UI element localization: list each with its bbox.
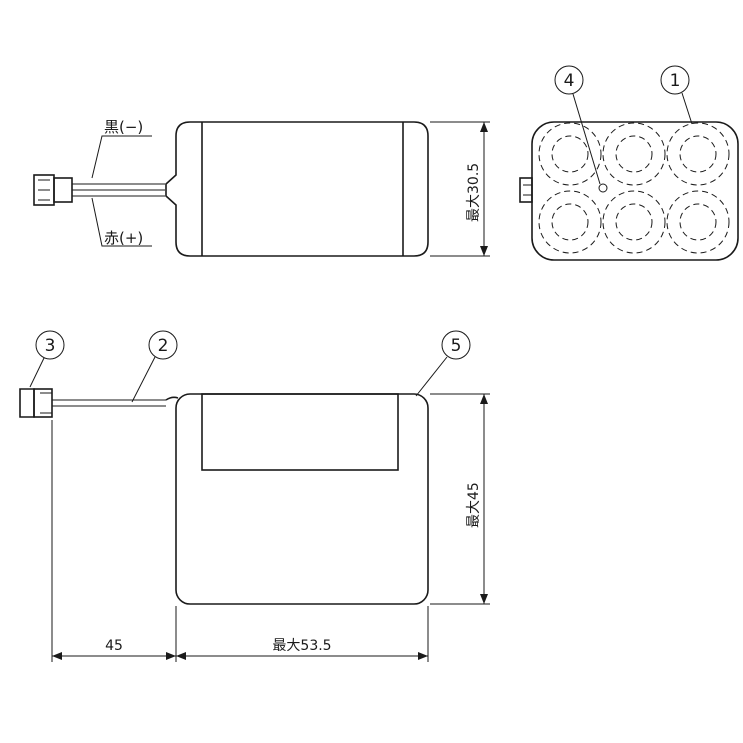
side-length-dimension: 最大53.5 — [272, 638, 331, 654]
callout-3: 3 — [45, 336, 56, 356]
black-lead-label: 黒(−) — [104, 118, 143, 136]
side-label-area — [201, 393, 399, 471]
top-height-dimension: 最大30.5 — [466, 163, 482, 222]
top-lead-wires — [72, 183, 165, 197]
end-body — [531, 121, 739, 261]
callout-5: 5 — [451, 336, 462, 356]
top-connector — [33, 174, 73, 206]
side-view: 3 2 5 最大45 45 最大53.5 — [19, 330, 490, 662]
side-body — [175, 393, 429, 605]
end-view: 4 1 — [519, 65, 739, 261]
red-lead-label: 赤(+) — [104, 229, 143, 247]
top-body — [165, 121, 429, 257]
side-height-dimension: 最大45 — [466, 482, 482, 528]
lead-length-dimension: 45 — [105, 638, 123, 654]
cells — [538, 122, 730, 254]
top-view: 黒(−) 赤(+) 最大30.5 — [33, 118, 490, 257]
callout-4: 4 — [564, 71, 575, 91]
callout-2: 2 — [158, 336, 169, 356]
callout-1: 1 — [670, 71, 681, 91]
side-connector — [19, 388, 53, 418]
hole-mark — [598, 183, 608, 193]
